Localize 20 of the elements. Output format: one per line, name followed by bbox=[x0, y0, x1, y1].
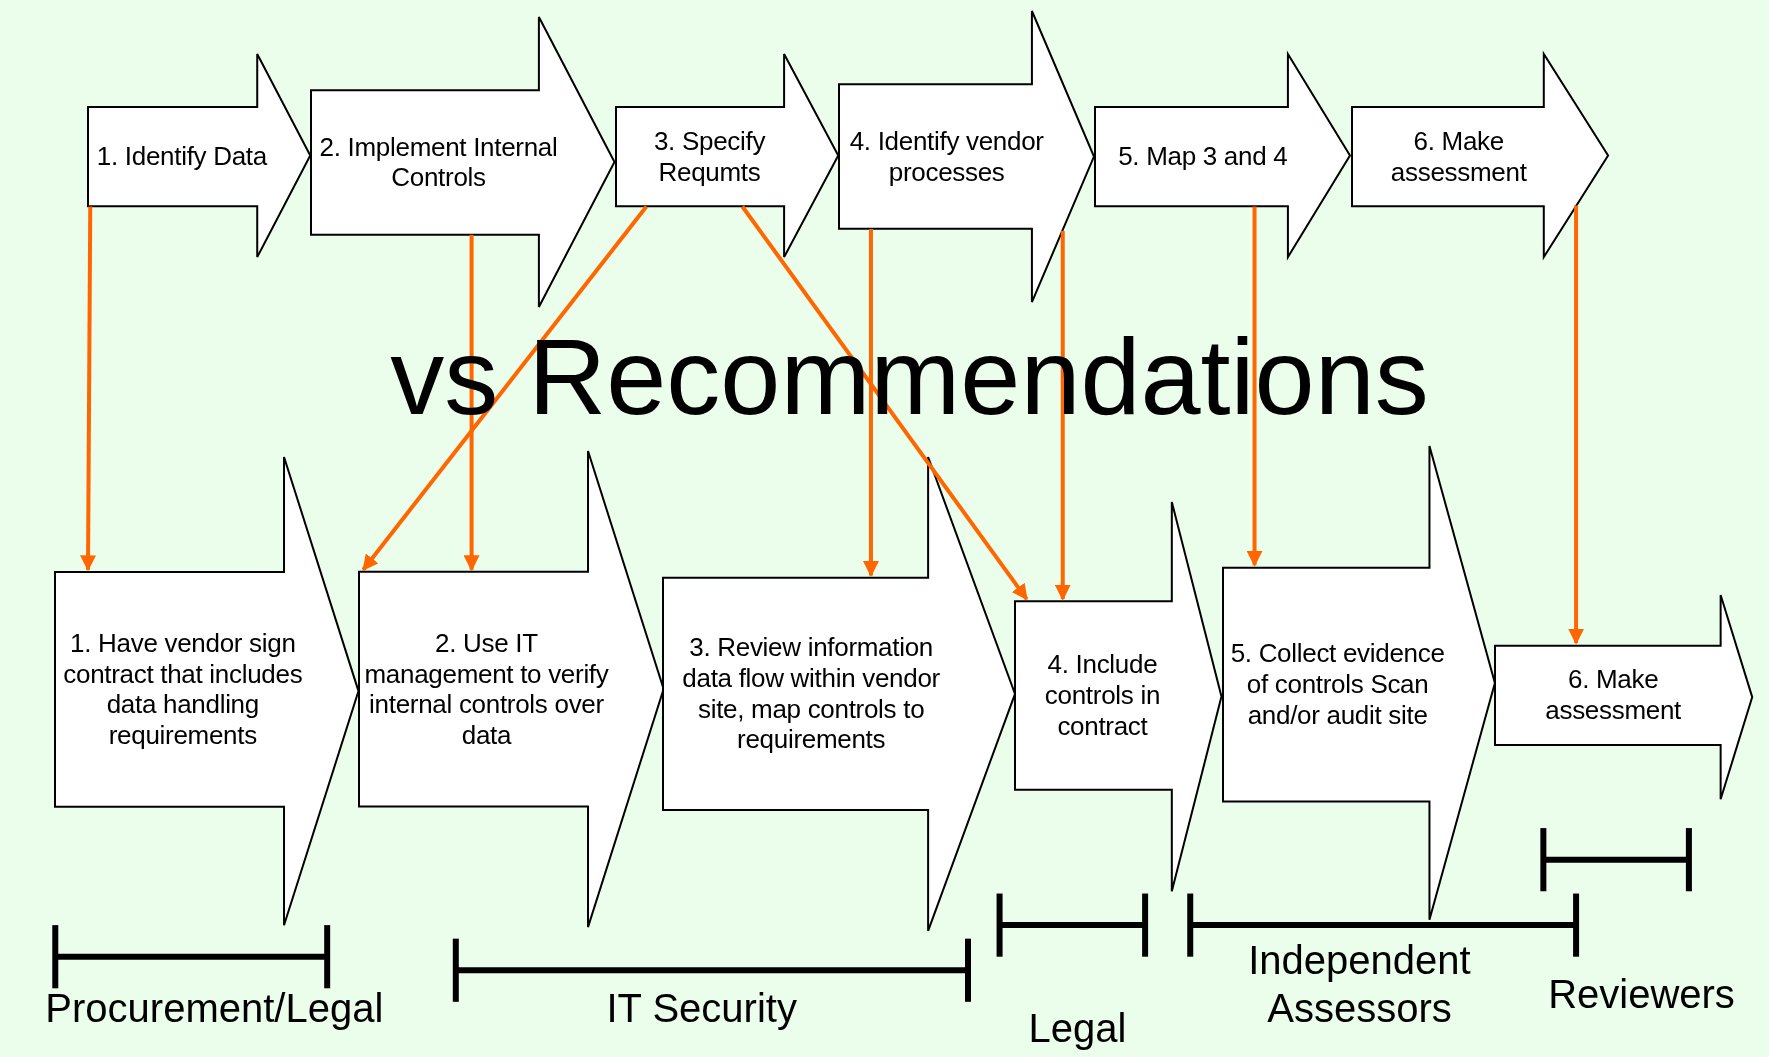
step-label: 5. Map 3 and 4 bbox=[1118, 141, 1288, 173]
step-label: 4. Identify vendor processes bbox=[848, 126, 1045, 188]
step-label: 3. Specify Requmts bbox=[652, 126, 767, 188]
step-label: 2. Implement Internal Controls bbox=[318, 131, 559, 194]
group-label: Procurement/Legal bbox=[45, 984, 384, 1032]
arrow bbox=[80, 206, 97, 572]
group-label: Reviewers bbox=[1548, 971, 1735, 1019]
step-label: 1. Identify Data bbox=[96, 141, 267, 173]
group-label: IT Security bbox=[606, 984, 797, 1032]
arrow bbox=[361, 205, 649, 571]
step-label: 6. Make assessment bbox=[1389, 126, 1528, 188]
group-label: Independent Assessors bbox=[1247, 937, 1472, 1033]
step-label: 2. Use IT management to verify internal controls over data bbox=[363, 627, 610, 751]
step-label: 5. Collect evidence of controls Scan and/or audit site bbox=[1229, 638, 1446, 731]
step-label: 4. Include controls in contract bbox=[1043, 649, 1162, 742]
step-label: 6. Make assessment bbox=[1544, 664, 1683, 726]
step-label: 1. Have vendor sign contract that includes data handling requirements bbox=[62, 627, 304, 751]
step-label: 3. Review information data flow within vendor site, map controls to requirements bbox=[681, 632, 941, 756]
group-label: Legal bbox=[1028, 1005, 1127, 1053]
arrow bbox=[1568, 205, 1585, 645]
